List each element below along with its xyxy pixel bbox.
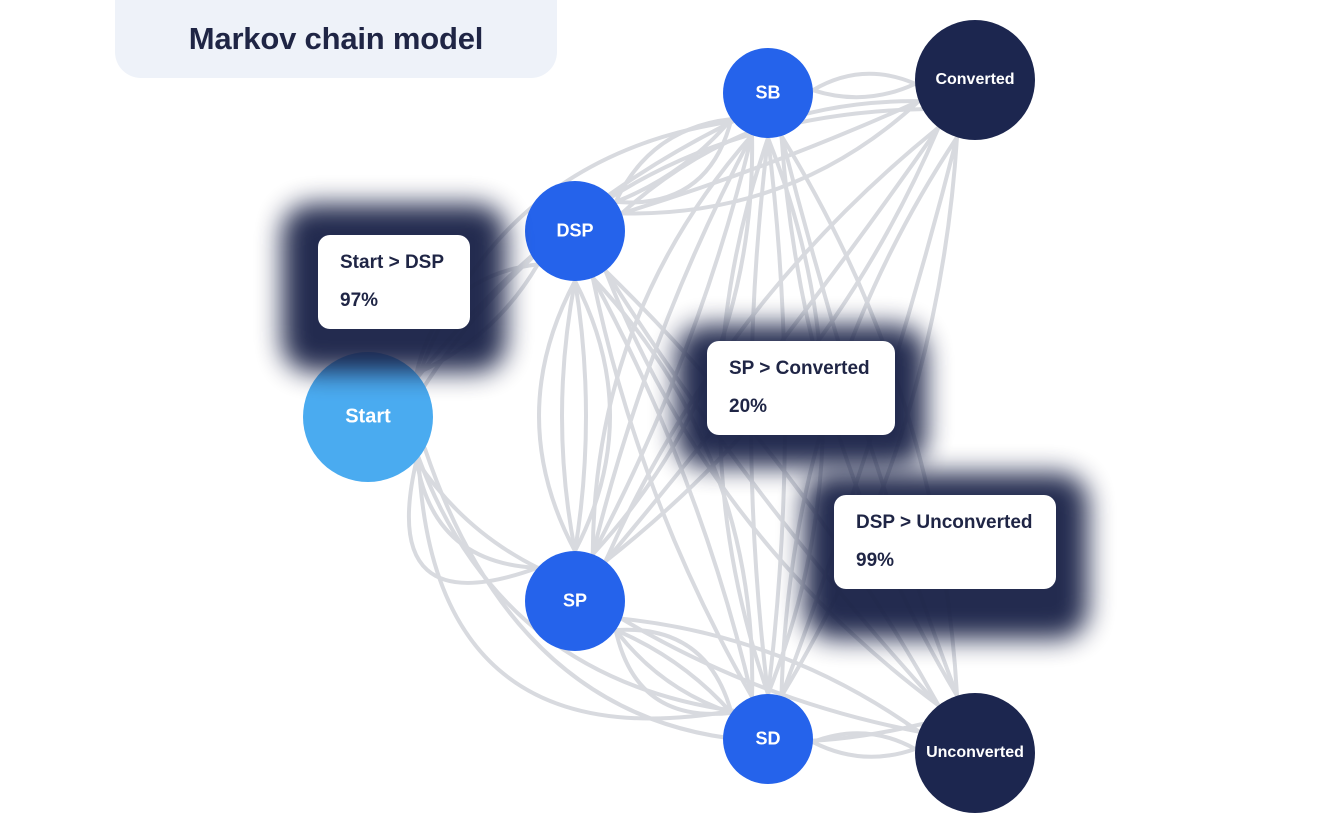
- tooltip-percent-value: 97%: [340, 290, 379, 311]
- graph-node-dsp[interactable]: [525, 181, 625, 281]
- graph-edge: [619, 99, 921, 216]
- graph-edge: [613, 628, 734, 715]
- tooltip-percent-value: 20%: [729, 396, 768, 417]
- graph-edge: [619, 616, 921, 734]
- graph-edge: [603, 268, 941, 708]
- tooltip-start-dsp: Start > DSP 97%: [282, 204, 506, 372]
- graph-edge: [613, 628, 734, 715]
- tooltip-card[interactable]: Start > DSP 97%: [318, 235, 470, 329]
- graph-node-sd[interactable]: [723, 694, 813, 784]
- graph-node-sp[interactable]: [525, 551, 625, 651]
- graph-node-unconverted[interactable]: [915, 693, 1035, 813]
- graph-edge: [603, 268, 941, 708]
- tooltip-transition-label: SP > Converted: [729, 358, 870, 379]
- graph-node-start[interactable]: [303, 352, 433, 482]
- graph-edge: [560, 279, 577, 553]
- page-title-text: Markov chain model: [188, 21, 484, 56]
- graph-edge: [573, 279, 588, 553]
- graph-edge: [573, 279, 612, 553]
- graph-edge: [537, 279, 577, 553]
- graph-edge: [810, 81, 918, 100]
- graph-edge: [810, 71, 918, 93]
- tooltip-transition-label: DSP > Unconverted: [856, 512, 1033, 533]
- graph-edge: [590, 133, 755, 557]
- tooltip-transition-label: Start > DSP: [340, 252, 445, 273]
- tooltip-dsp-unconverted: DSP > Unconverted 99%: [804, 473, 1088, 639]
- graph-edge: [619, 616, 921, 734]
- tooltip-card[interactable]: SP > Converted 20%: [707, 341, 895, 435]
- graph-node-converted[interactable]: [915, 20, 1035, 140]
- graph-edge: [810, 731, 918, 751]
- graph-edge: [590, 275, 755, 699]
- graph-node-sb[interactable]: [723, 48, 813, 138]
- graph-edge: [603, 268, 941, 708]
- graph-edge: [613, 628, 734, 716]
- page-title: Markov chain model: [115, 0, 557, 78]
- tooltip-percent-value: 99%: [856, 550, 895, 571]
- graph-edge: [810, 740, 918, 759]
- tooltip-card[interactable]: DSP > Unconverted 99%: [834, 495, 1056, 589]
- graph-edge: [613, 627, 734, 715]
- tooltip-sp-converted: SP > Converted 20%: [676, 325, 926, 467]
- graph-nodes: [303, 20, 1035, 813]
- graph-edge: [603, 125, 941, 564]
- graph-edge: [590, 133, 755, 557]
- graph-edge: [590, 275, 755, 699]
- graph-edge: [406, 458, 540, 585]
- graph-edge: [613, 117, 734, 204]
